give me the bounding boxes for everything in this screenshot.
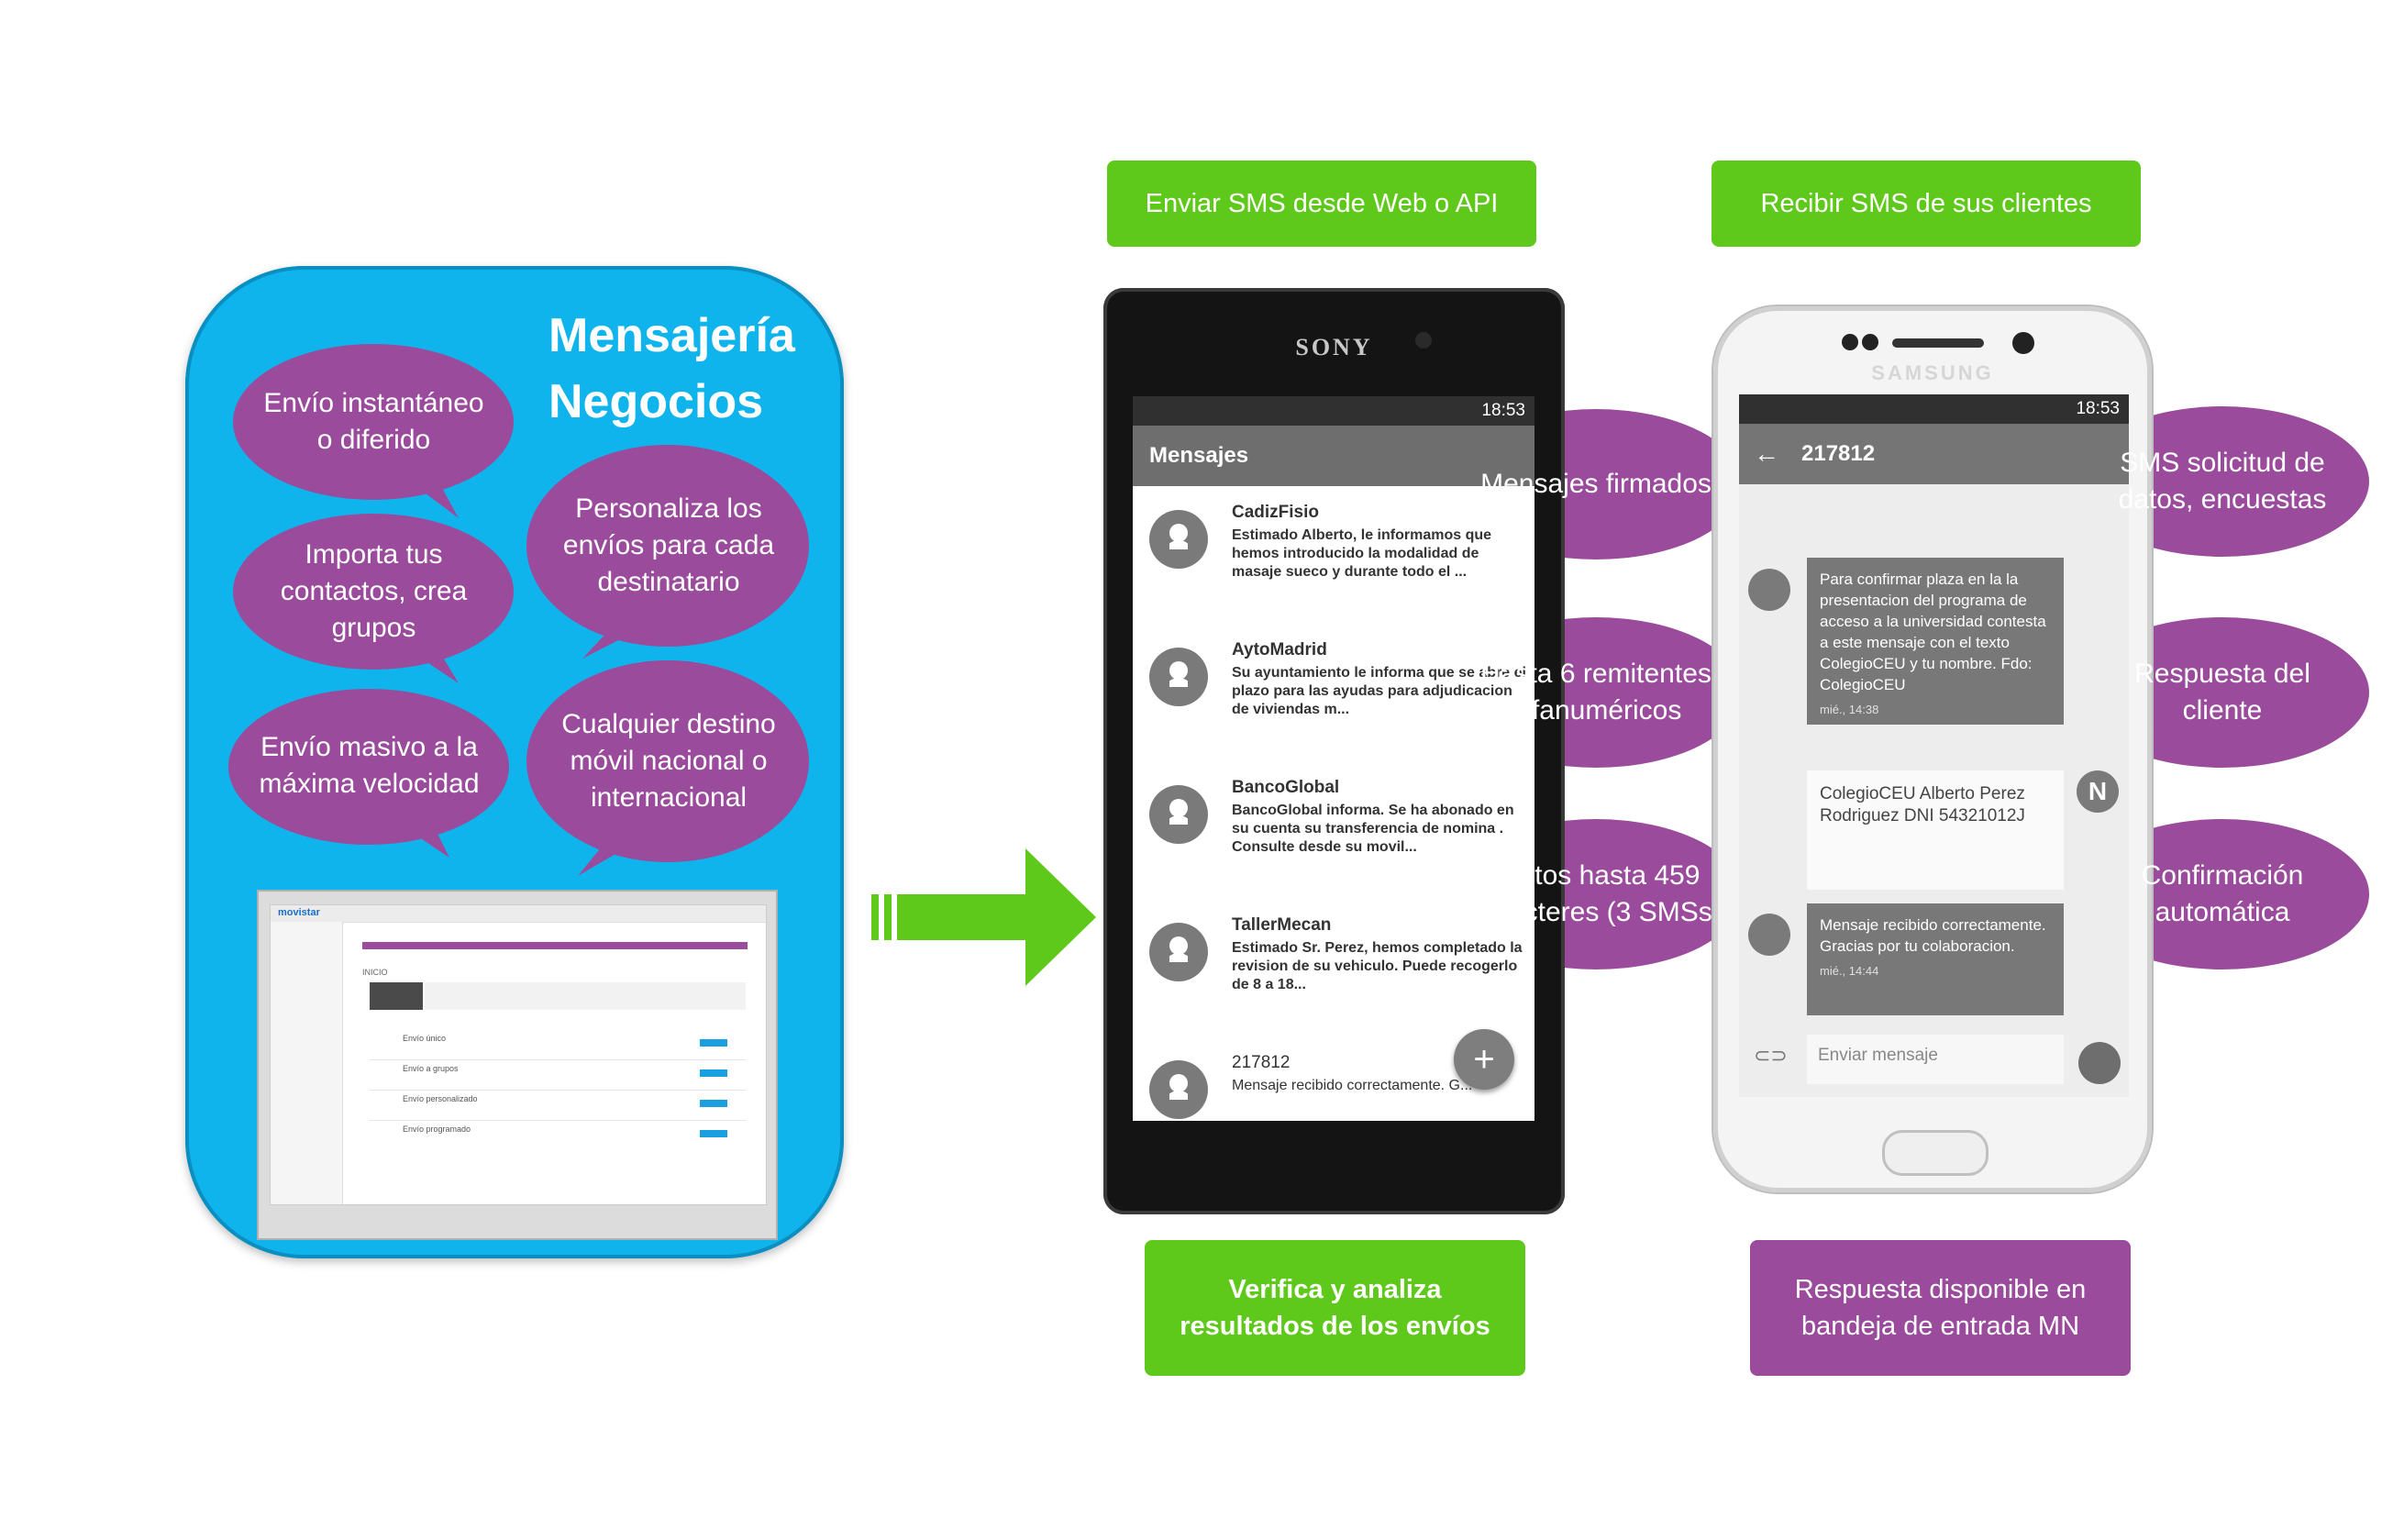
contact-avatar-icon [1149,785,1208,844]
bubble-import: Importa tus contactos, crea grupos [280,539,468,643]
new-message-button[interactable]: + [1454,1029,1514,1090]
bubble-confirm: Confirmación automática [2141,860,2304,927]
phone1-app-bar: Mensajes [1133,426,1534,486]
sony-brand: SONY [1295,334,1373,360]
phone-sony: SONY 18:53 Mensajes CadizFisio Estimado … [1103,288,1565,1214]
web-app-row-button[interactable] [700,1069,727,1077]
bubble-shape-massive [228,689,509,858]
bubble-shape-import [233,514,514,683]
incoming-sms: Para confirmar plaza en la la presentaci… [1807,558,2064,725]
list-item[interactable]: 217812 Mensaje recibido correctamente. G… [1133,1047,1534,1121]
phone2-screen: 18:53 ← 217812 Para confirmar plaza en l… [1739,394,2129,1097]
bubble-chars: Textos hasta 459 caracteres (3 SMSs) [1470,860,1722,927]
label-receive-sms: Recibir SMS de sus clientes [1712,161,2141,247]
home-button[interactable] [1882,1130,1989,1176]
phone1-status-bar: 18:53 [1133,396,1534,426]
web-app-laptop: movistar INICIO Envío único Envío a grup… [257,890,778,1240]
label-inbox-response: Respuesta disponible en bandeja de entra… [1750,1240,2131,1376]
web-app-row[interactable]: Envío único [370,1030,746,1060]
web-app-banner [362,942,748,949]
web-app-tabs [425,982,746,1010]
sender-avatar-icon [1748,914,1790,956]
phone-samsung: SAMSUNG 18:53 ← 217812 Para confirmar pl… [1713,306,2152,1192]
bubble-shape-destination [526,660,809,876]
web-app-row[interactable]: Envío personalizado [370,1091,746,1121]
phone2-time: 18:53 [2076,399,2120,418]
front-camera-icon [1415,332,1432,349]
list-item[interactable]: AytoMadrid Su ayuntamiento le informa qu… [1133,635,1534,772]
client-avatar: N [2077,770,2119,813]
samsung-brand: SAMSUNG [1871,361,1994,384]
bubble-signed: Mensajes firmados [1480,469,1712,499]
label-send-sms: Enviar SMS desde Web o API [1107,161,1536,247]
list-item[interactable]: CadizFisio Estimado Alberto, le informam… [1133,497,1534,635]
bubble-request: SMS solicitud de datos, encuestas [2118,448,2327,515]
front-camera-icon [2012,332,2034,354]
contact-avatar-icon [1149,648,1208,706]
send-icon[interactable] [2078,1042,2121,1084]
conversation-contact: 217812 [1801,441,1876,466]
sensor-icon [1842,334,1858,350]
phone2-app-bar: ← 217812 [1739,424,2129,484]
web-app-row[interactable]: Envío programado [370,1121,746,1150]
web-app-rows: Envío único Envío a grupos Envío persona… [370,1030,746,1150]
auto-confirmation-sms: Mensaje recibido correctamente. Gracias … [1807,903,2064,1015]
attach-icon[interactable]: ⊂⊃ [1754,1044,1788,1067]
web-app-section: INICIO [362,968,388,977]
contact-avatar-icon [1149,1060,1208,1119]
web-app-row-button[interactable] [700,1100,727,1107]
flow-arrow-icon [871,848,1096,986]
earpiece-icon [1892,338,1984,348]
bubble-shape-personalize [526,445,809,659]
web-app-sidebar [271,922,343,1204]
web-app-screen: movistar INICIO Envío único Envío a grup… [270,904,767,1205]
phone2-status-bar: 18:53 [1739,394,2129,424]
contact-avatar-icon [1149,923,1208,981]
movistar-logo: movistar [278,907,320,918]
web-app-row[interactable]: Envío a grupos [370,1060,746,1091]
contact-avatar-icon [1149,510,1208,569]
back-arrow-icon[interactable]: ← [1754,439,1779,468]
client-reply-sms: ColegioCEU Alberto Perez Rodriguez DNI 5… [1807,770,2064,890]
sender-avatar-icon [1748,569,1790,611]
web-app-row-button[interactable] [700,1130,727,1137]
web-app-header: movistar [271,905,766,923]
list-item[interactable]: TallerMecan Estimado Sr. Perez, hemos co… [1133,910,1534,1047]
bubble-personalize: Personaliza los envíos para cada destina… [562,493,775,597]
bubble-destination: Cualquier destino móvil nacional o inter… [561,709,776,813]
bubble-client: Respuesta del cliente [2134,659,2310,726]
bubble-massive: Envío masivo a la máxima velocidad [259,732,480,799]
label-verify-results: Verifica y analiza resultados de los env… [1145,1240,1525,1376]
web-app-row-button[interactable] [700,1039,727,1047]
panel-title: Mensajería Negocios [548,309,795,428]
bubble-senders: Hasta 6 remitentes alfanuméricos [1480,659,1712,726]
web-app-tab-active[interactable] [370,982,423,1010]
compose-input[interactable]: Enviar mensaje [1807,1035,2064,1084]
bubble-shape-instant [233,344,514,518]
phone1-screen: 18:53 Mensajes CadizFisio Estimado Alber… [1133,396,1534,1121]
bubble-instant: Envío instantáneo o diferido [263,388,484,455]
list-item[interactable]: BancoGlobal BancoGlobal informa. Se ha a… [1133,772,1534,910]
phone1-time: 18:53 [1481,401,1525,420]
